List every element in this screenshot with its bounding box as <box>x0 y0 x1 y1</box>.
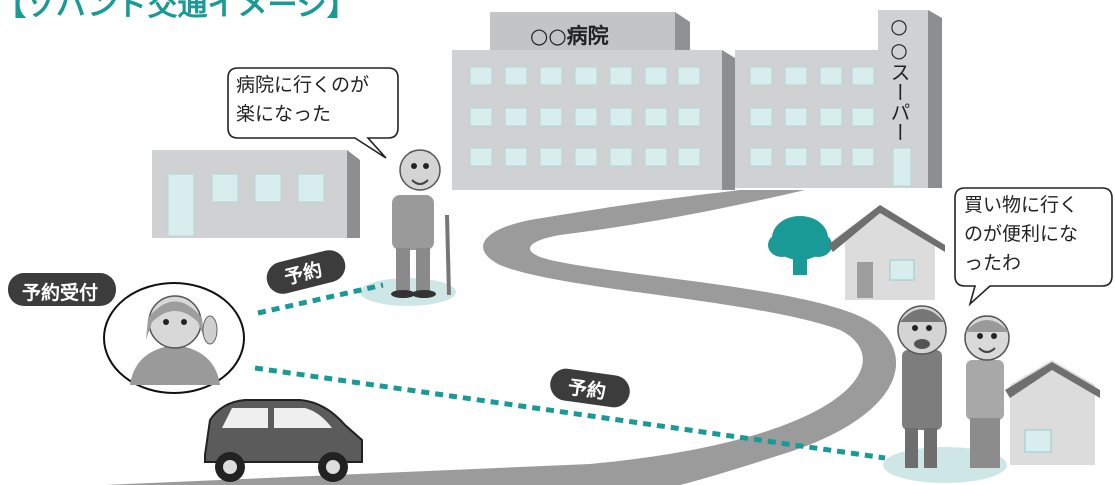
elderly-couple-figure <box>897 305 1010 468</box>
tree-illustration <box>768 216 832 275</box>
elder-bubble-line-1: 病院に行くのが <box>236 74 370 96</box>
couple-bubble-line-1: 買い物に行く <box>964 194 1079 216</box>
elder-bubble-line-2: 楽になった <box>236 103 332 125</box>
elderly-man-figure <box>391 149 451 298</box>
operator-figure <box>130 295 220 385</box>
house-illustration <box>828 205 945 300</box>
reservation-tag-bottom: 予約 <box>566 376 608 404</box>
couple-bubble-line-2: のが便利にな <box>964 223 1079 245</box>
hospital-building <box>452 12 735 190</box>
reservation-tag-top-bg <box>266 250 346 294</box>
reservation-tag-bottom-bg <box>550 368 630 408</box>
hospital-name: ○○病院 <box>530 24 609 48</box>
car-illustration <box>204 399 363 482</box>
reservation-line-top <box>257 282 384 316</box>
elder-speech-bubble <box>227 67 399 159</box>
couple-speech-bubble <box>954 187 1113 307</box>
header-title: 【ゾバンド交通イメージ】 <box>0 0 357 23</box>
small-building <box>152 150 360 238</box>
supermarket-building <box>735 10 942 188</box>
operator-label: 予約受付 <box>22 282 99 304</box>
operator-label-bg <box>8 273 116 306</box>
supermarket-name: ○○スーパー <box>887 14 911 142</box>
couple-bubble-line-3: ったわ <box>964 252 1022 274</box>
road <box>105 190 897 485</box>
house-illustration <box>1005 360 1100 465</box>
